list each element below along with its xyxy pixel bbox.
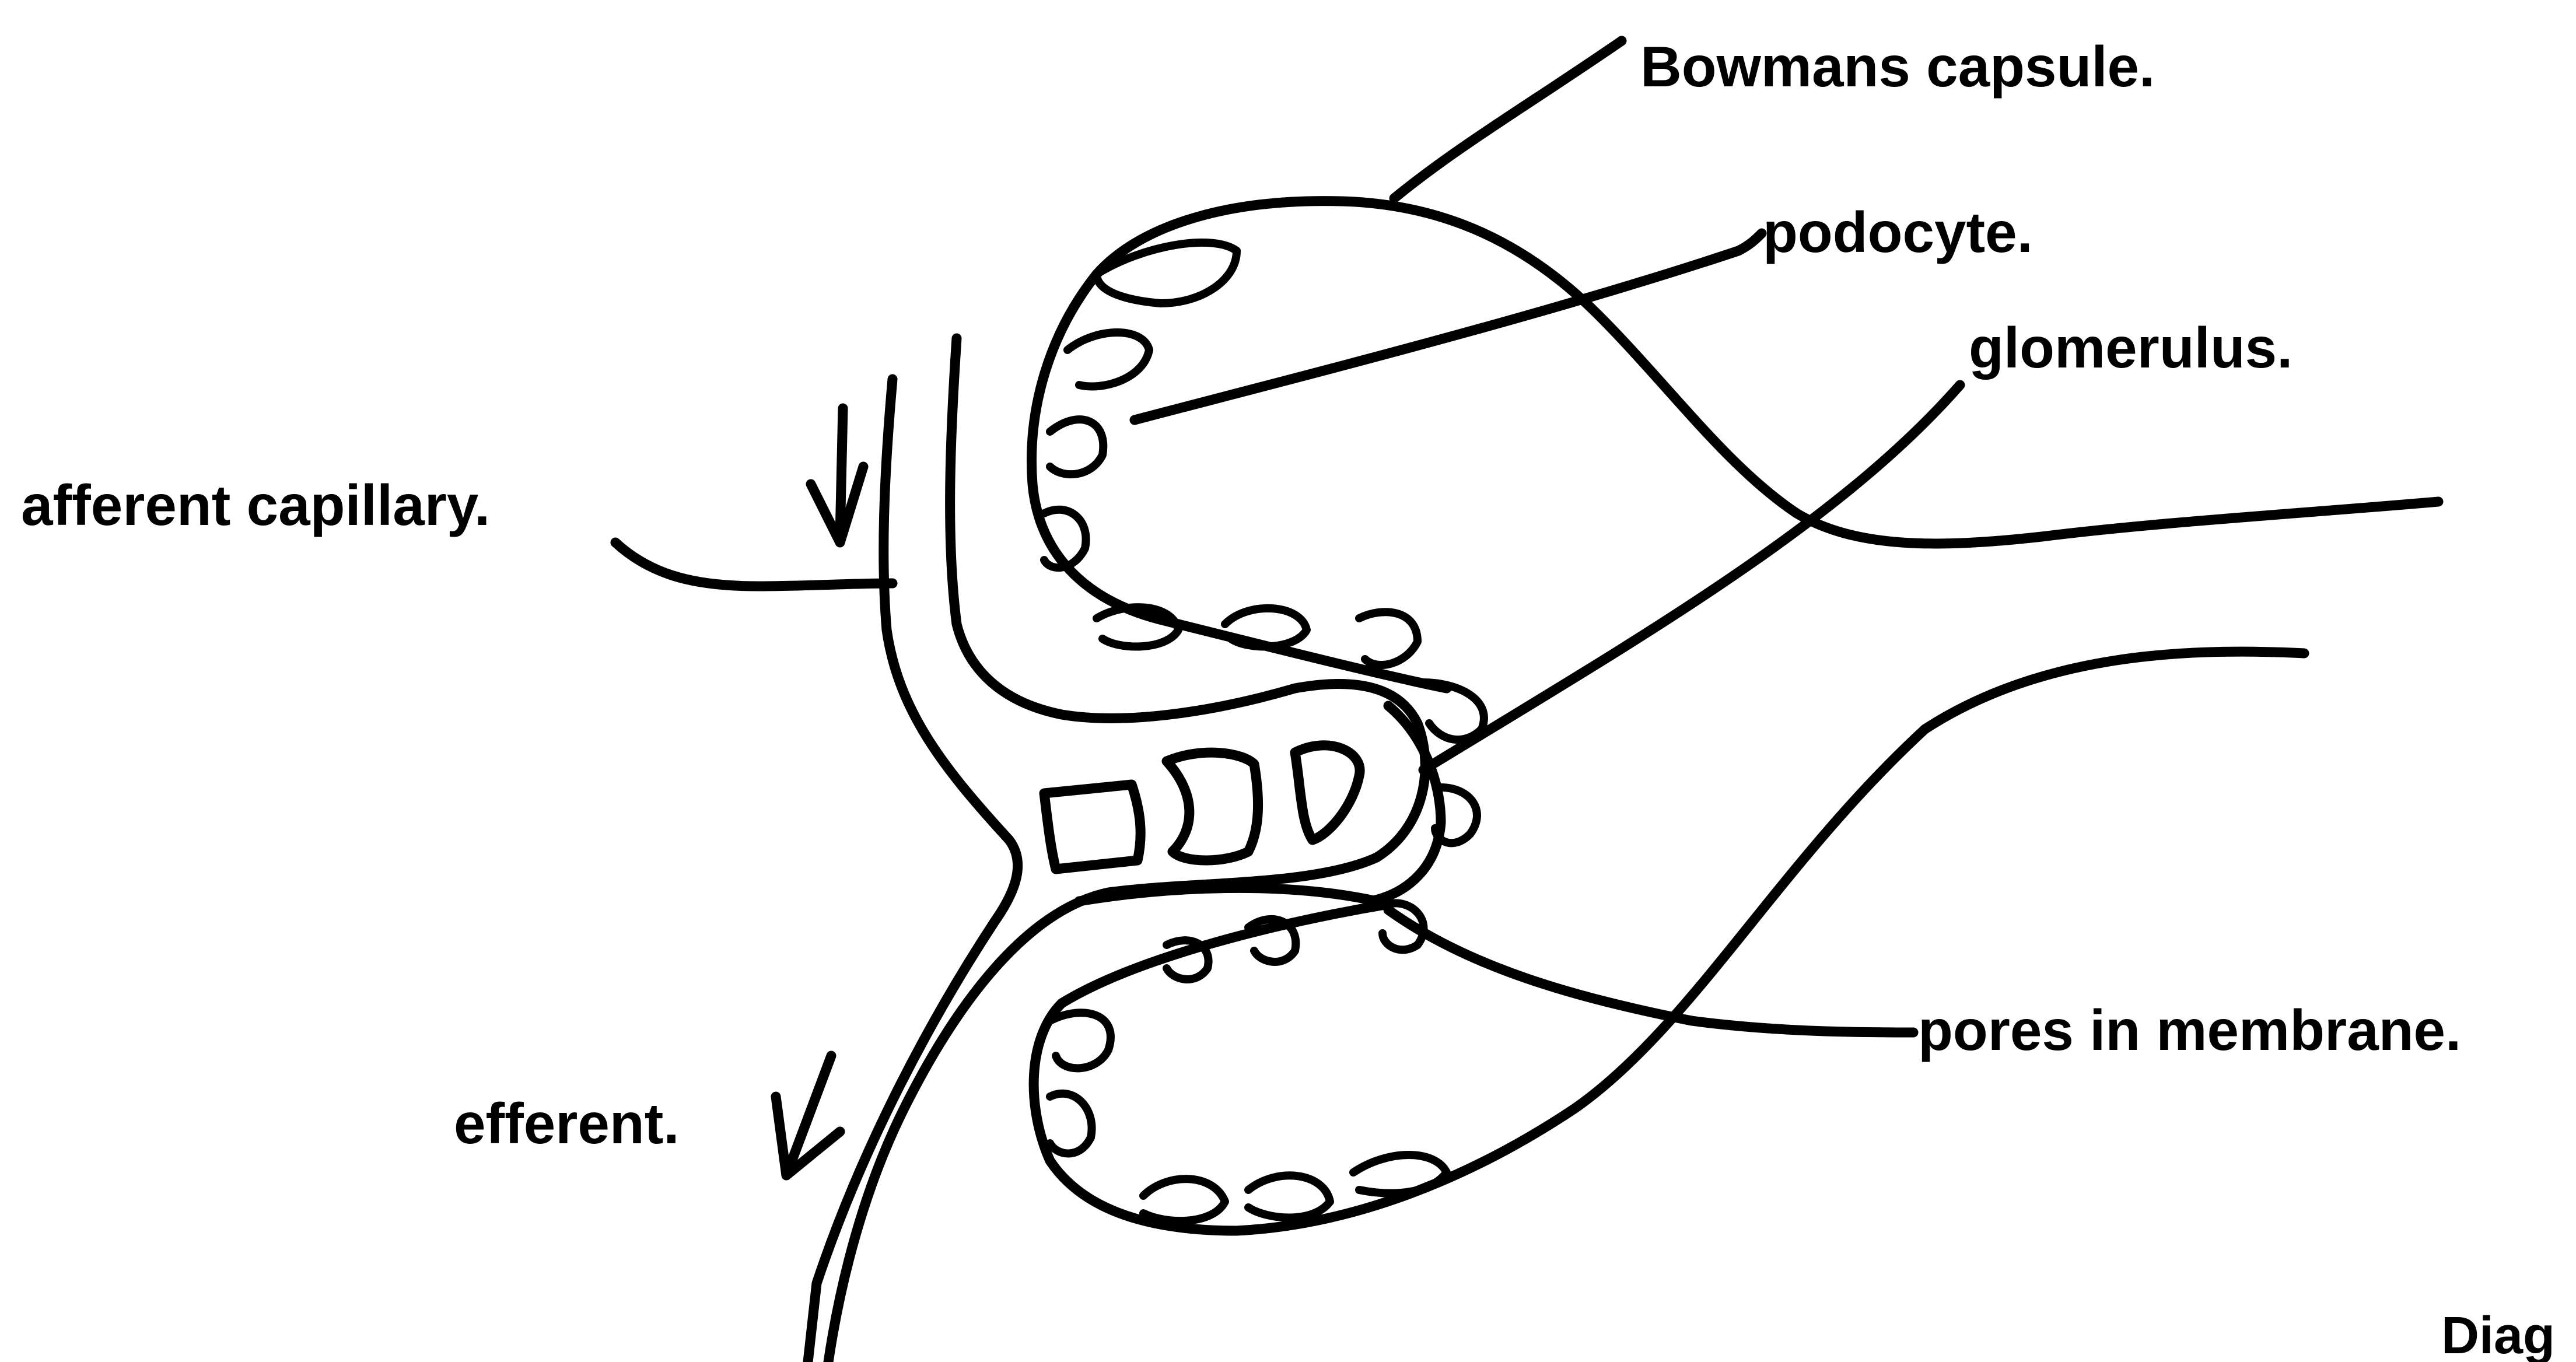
label-afferent-capillary: afferent capillary.	[21, 473, 490, 537]
leader-bowmans-capsule	[1394, 41, 1622, 198]
glomerulus-loop	[1371, 706, 1441, 901]
efferent-vessel	[1079, 888, 1377, 901]
leader-glomerulus	[1423, 385, 1960, 770]
leader-lines	[615, 41, 1960, 1032]
pore-3	[1295, 745, 1360, 840]
leader-pores-in-membrane	[1388, 910, 1913, 1032]
pore-2	[1167, 752, 1258, 860]
efferent-flow-arrow	[776, 1056, 840, 1175]
leader-afferent-capillary	[615, 542, 892, 586]
afferent-flow-arrow	[811, 408, 863, 542]
label-efferent: efferent.	[454, 1091, 680, 1156]
label-bowmans-capsule: Bowmans capsule.	[1640, 34, 2155, 99]
label-diagram-caption: Diag	[2441, 1307, 2555, 1362]
label-glomerulus: glomerulus.	[1969, 316, 2292, 380]
bowmans-capsule-lower	[1034, 652, 2304, 1231]
label-podocyte: podocyte.	[1763, 200, 2033, 264]
label-pores-in-membrane: pores in membrane.	[1918, 998, 2461, 1062]
pore-1	[1044, 785, 1140, 869]
membrane-pores	[1044, 745, 1360, 869]
